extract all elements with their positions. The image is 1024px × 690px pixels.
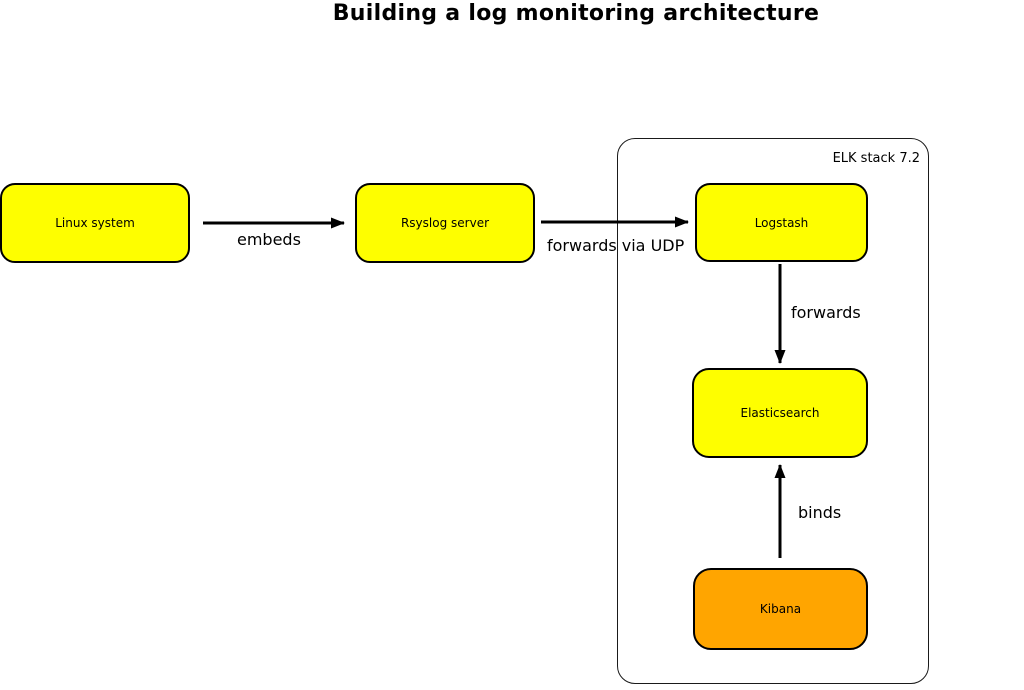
- edge-label-forwards-via-udp: forwards via UDP: [547, 236, 685, 255]
- node-logstash-label: Logstash: [754, 215, 809, 230]
- node-logstash: Logstash: [695, 183, 868, 262]
- node-kibana-label: Kibana: [759, 602, 802, 616]
- diagram-title: Building a log monitoring architecture: [332, 1, 820, 26]
- node-rsyslog-server: Rsyslog server: [355, 183, 535, 263]
- node-linux-system-label: Linux system: [55, 216, 135, 230]
- node-elasticsearch: Elasticsearch: [692, 368, 868, 458]
- node-kibana: Kibana: [693, 568, 868, 650]
- node-elasticsearch-label: Elasticsearch: [740, 406, 820, 420]
- edge-label-embeds: embeds: [237, 230, 301, 249]
- node-rsyslog-server-label: Rsyslog server: [400, 216, 490, 230]
- elk-stack-container-label: ELK stack 7.2: [832, 151, 920, 166]
- edge-label-forwards: forwards: [791, 303, 861, 322]
- edge-label-binds: binds: [798, 503, 842, 522]
- node-linux-system: Linux system: [0, 183, 190, 263]
